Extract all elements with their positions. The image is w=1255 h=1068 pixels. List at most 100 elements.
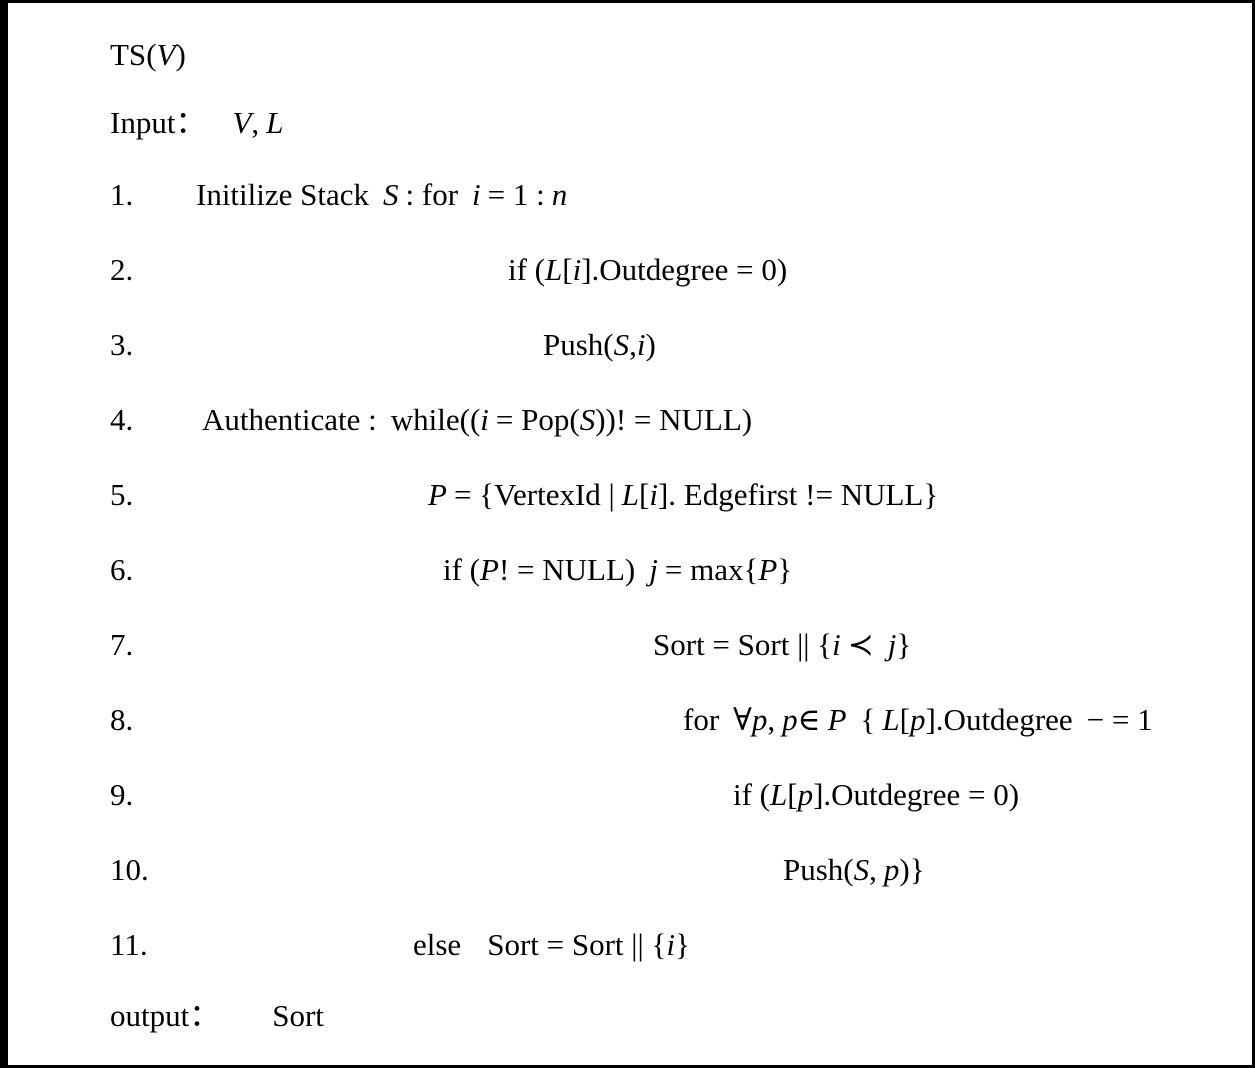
line-3-var-s: S — [613, 327, 630, 362]
line-2-text-a: if ( — [508, 252, 546, 287]
pseudocode-line-2: 2. if (L[i].Outdegree = 0) — [8, 232, 1252, 307]
line-5-var-i: i — [649, 477, 658, 512]
line-8-var-p4: p — [909, 702, 926, 737]
pseudocode-line-7: 7. Sort = Sort || {i≺j} — [8, 607, 1252, 682]
line-3-text-c: ) — [645, 327, 656, 362]
line-content-11: else Sort = Sort || {i} — [413, 907, 690, 982]
line-content-4: Authenticate :while((i= Pop(S))! = NULL) — [202, 382, 752, 457]
line-3-text-a: Push( — [543, 327, 614, 362]
line-1-var-n: n — [551, 177, 568, 212]
line-number-4: 4. — [110, 402, 134, 437]
line-5-var-l: L — [621, 477, 639, 512]
line-number-6: 6. — [110, 552, 134, 587]
line-1-text-a: Initilize Stack — [196, 177, 370, 212]
line-11-text-else: else — [413, 927, 462, 962]
signature-open-paren: ( — [146, 37, 157, 72]
line-11-var-i: i — [666, 927, 675, 962]
pseudocode-line-9: 9. if (L[p].Outdegree = 0) — [8, 757, 1252, 832]
line-7-var-i: i — [832, 627, 841, 662]
line-2-text-b: [ — [562, 252, 573, 287]
line-content-6: if (P! = NULL)j= max{P} — [443, 532, 792, 607]
line-number-8: 8. — [110, 702, 134, 737]
input-label: Input： — [110, 105, 207, 140]
line-11-text-c: } — [674, 927, 690, 962]
output-line: output： Sort — [8, 982, 1252, 1050]
line-number-3: 3. — [110, 327, 134, 362]
line-6-text-c: = max{ — [664, 552, 759, 587]
line-number-1: 1. — [110, 177, 134, 212]
algorithm-signature: TS(V) — [8, 21, 186, 89]
line-7-text-a: Sort = Sort || { — [653, 627, 833, 662]
precedes-symbol: ≺ — [847, 627, 874, 662]
line-2-var-i: i — [572, 252, 582, 287]
pseudocode-line-6: 6. if (P! = NULL)j= max{P} — [8, 532, 1252, 607]
line-4-text-d: ))! = NULL) — [595, 402, 753, 437]
line-content-8: for∀p,p∈P{L[p].Outdegree− = 1 — [683, 682, 1153, 757]
line-content-9: if (L[p].Outdegree = 0) — [733, 757, 1019, 832]
line-6-var-p: P — [480, 552, 499, 587]
line-9-text-a: if ( — [733, 777, 771, 812]
line-6-var-p2: P — [758, 552, 778, 587]
line-content-2: if (L[i].Outdegree = 0) — [508, 232, 787, 307]
line-9-var-l: L — [770, 777, 788, 812]
line-6-text-d: } — [777, 552, 793, 587]
line-10-text-a: Push( — [783, 852, 854, 887]
input-var-v: V — [232, 105, 252, 140]
line-8-open-bracket: [ — [899, 702, 910, 737]
line-4-var-i: i — [480, 402, 489, 437]
line-number-9: 9. — [110, 777, 134, 812]
line-8-text-decrement: − = 1 — [1086, 702, 1153, 737]
signature-close-paren: ) — [175, 37, 186, 72]
line-6-text-a: if ( — [443, 552, 481, 587]
line-8-comma: , — [767, 702, 776, 737]
line-4-text-b: while(( — [390, 402, 481, 437]
algorithm-name: TS — [110, 37, 147, 72]
line-8-var-p3: P — [827, 702, 847, 737]
algorithm-signature-line: TS(V) — [8, 21, 1252, 89]
line-8-var-p1: p — [751, 702, 768, 737]
input-comma: , — [251, 105, 260, 140]
line-8-var-l: L — [882, 702, 900, 737]
output-value: Sort — [272, 998, 324, 1033]
line-1-var-s: S — [383, 177, 399, 212]
figure-border-right — [1252, 0, 1255, 1068]
line-3-var-i: i — [636, 327, 646, 362]
line-4-var-s: S — [579, 402, 596, 437]
line-10-text-c: )} — [899, 852, 925, 887]
input-line: Input： V,L — [8, 89, 1252, 157]
pseudocode-line-4: 4. Authenticate :while((i= Pop(S))! = NU… — [8, 382, 1252, 457]
line-10-var-p: p — [883, 852, 900, 887]
line-8-open-brace: { — [860, 702, 876, 737]
line-content-10: Push(S,p)} — [783, 832, 925, 907]
line-9-var-p: p — [797, 777, 814, 812]
output-declaration: output： Sort — [8, 982, 324, 1050]
line-number-5: 5. — [110, 477, 134, 512]
line-11-text-b: Sort = Sort || { — [487, 927, 667, 962]
line-4-text-c: = Pop( — [495, 402, 580, 437]
line-1-text-b: : for — [405, 177, 459, 212]
line-8-text-for: for — [683, 702, 720, 737]
line-9-text-c: ].Outdegree = 0) — [813, 777, 1020, 812]
line-3-comma: , — [629, 327, 637, 362]
input-declaration: Input： V,L — [8, 89, 283, 157]
figure-border-top — [0, 0, 1255, 3]
line-1-var-i: i — [472, 177, 481, 212]
output-label: output： — [110, 998, 221, 1033]
line-5-text-c: ]. Edgefirst != NULL} — [657, 477, 939, 512]
line-number-7: 7. — [110, 627, 134, 662]
line-content-3: Push(S,i) — [543, 307, 656, 382]
line-7-var-j: j — [887, 627, 897, 662]
figure-border-left — [0, 0, 8, 1068]
input-var-l: L — [266, 105, 284, 140]
line-8-text-outdegree: ].Outdegree — [925, 702, 1073, 737]
line-10-var-s: S — [853, 852, 870, 887]
line-content-5: P= {VertexId |L[i]. Edgefirst != NULL} — [428, 457, 938, 532]
line-10-comma: , — [869, 852, 877, 887]
figure-border-bottom — [0, 1065, 1255, 1068]
line-content-7: Sort = Sort || {i≺j} — [653, 607, 911, 682]
